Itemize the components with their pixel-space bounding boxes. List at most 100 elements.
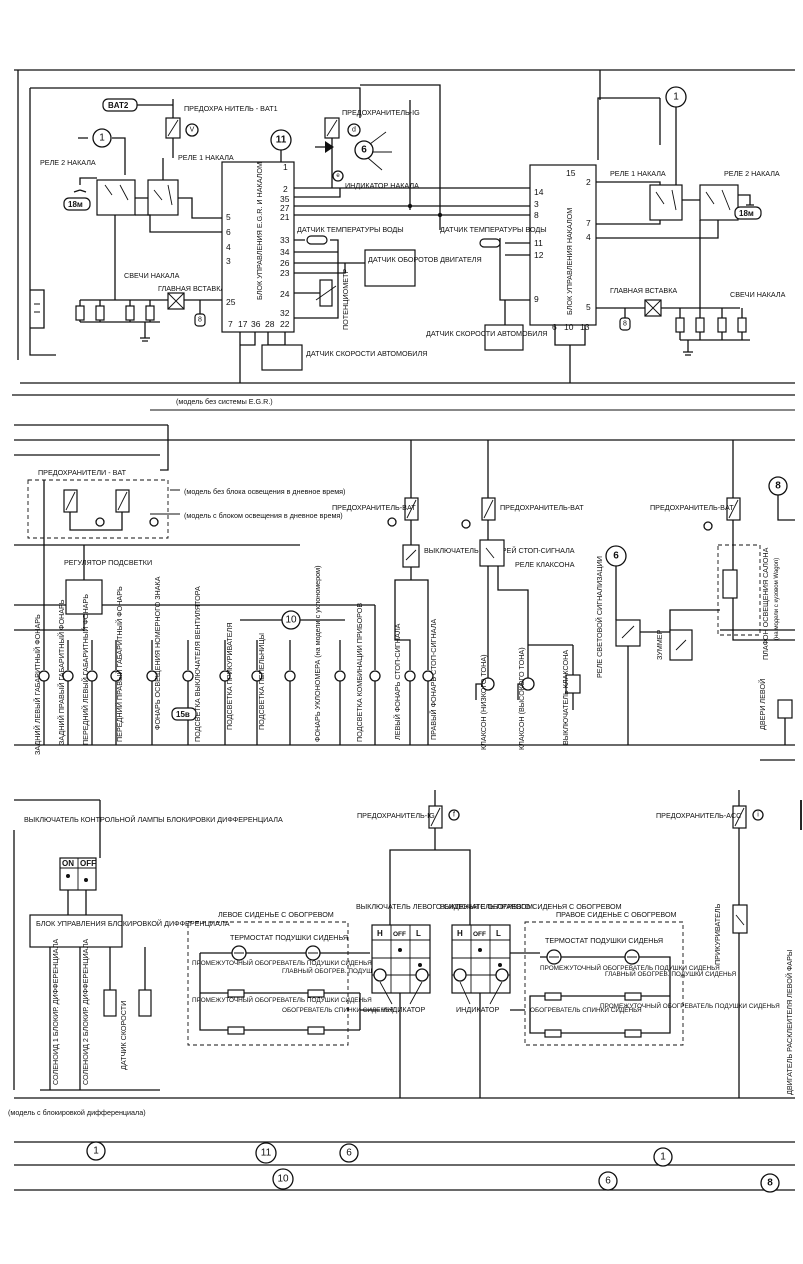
horn-relay	[479, 539, 505, 567]
load-11: ПРАВЫЙ ФОНАРЬ СТОП-СИГНАЛА	[429, 619, 438, 740]
mid-heater-l2: ПРОМЕЖУТОЧНЫЙ ОБОГРЕВАТЕЛЬ ПОДУШКИ СИДЕН…	[192, 995, 372, 1004]
main-fuse-left-label: ГЛАВНАЯ ВСТАВКА	[158, 284, 225, 293]
horn-low	[475, 677, 495, 700]
relay2-left	[96, 179, 136, 216]
diff-ecu	[29, 914, 123, 948]
glow-pin-14: 14	[534, 187, 544, 197]
load-4: ФОНАРЬ ОСВЕЩЕНИЯ НОМЕРНОГО ЗНАКА	[153, 576, 162, 730]
ecu-egr-label: БЛОК УПРАВЛЕНИЯ E.G.R. И НАКАЛОМ	[255, 162, 264, 300]
left-switch-off: OFF	[393, 931, 406, 938]
thermostat-left-label: ТЕРМОСТАТ ПОДУШКИ СИДЕНЬЯ	[230, 933, 348, 942]
marker-11-top: 11	[276, 135, 287, 146]
load-1: ЗАДНИЙ ПРАВЫЙ ГАБАРИТНЫЙ ФОНАРЬ	[57, 599, 66, 745]
relay1-left	[147, 179, 179, 216]
conn-f: f	[453, 812, 455, 819]
egr-pin-22: 22	[280, 319, 290, 329]
marker-6-top: 6	[361, 145, 367, 156]
ground-15v: 15в	[176, 710, 190, 719]
turn-relay-label: РЕЛЕ СВЕТОВОЙ СИГНАЛИЗАЦИИ	[595, 556, 604, 678]
egr-pin-23: 23	[280, 268, 290, 278]
left-switch-l: L	[416, 929, 421, 938]
speed-sensor-left	[261, 344, 303, 371]
fuse-bat-t-label: ПРЕДОХРАНИТЕЛЬ-BAT	[650, 503, 734, 512]
footer-marker-6b: 6	[605, 1176, 611, 1187]
egr-pin-25: 25	[226, 297, 236, 307]
glow-plugs-right-label: СВЕЧИ НАКАЛА	[730, 290, 786, 299]
glow-pin-4: 4	[586, 232, 591, 242]
left-switch-h: H	[377, 929, 383, 938]
dimmer	[65, 579, 103, 615]
egr-pin-17: 17	[238, 319, 248, 329]
note-drl: (модель с блоком освещения в дневное вре…	[184, 511, 343, 520]
ground-18m-a: 18м	[68, 200, 83, 209]
right-switch-l: L	[496, 929, 501, 938]
load-7: ПОДСВЕТКА ПЕПЕЛЬНИЦЫ	[257, 633, 266, 730]
egr-pin-26: 26	[280, 258, 290, 268]
left-switch-label: ВЫКЛЮЧАТЕЛЬ ЛЕВОГО СИДЕНЬЯ С ОБОГРЕВОМ	[356, 902, 533, 911]
marker-1-right: 1	[673, 92, 679, 103]
horn-high	[517, 677, 535, 700]
relay1-right	[649, 184, 683, 221]
door-switch	[777, 699, 793, 719]
thermostat-right-label: ТЕРМОСТАТ ПОДУШКИ СИДЕНЬЯ	[545, 936, 663, 945]
egr-pin-7: 7	[228, 319, 233, 329]
coolant-sensor-left-label: ДАТЧИК ТЕМПЕРАТУРЫ ВОДЫ	[297, 225, 404, 234]
potentiometer-label: ПОТЕНЦИОМЕТР	[341, 269, 350, 330]
diff-ecu-label: БЛОК УПРАВЛЕНИЯ БЛОКИРОВКОЙ ДИФФЕРЕНЦИАЛ…	[36, 919, 230, 928]
relay2-right	[699, 184, 739, 221]
glow-pin-3: 3	[534, 199, 539, 209]
egr-pin-2: 2	[283, 184, 288, 194]
marker-10: 10	[285, 615, 297, 626]
conn-v: V	[190, 127, 195, 134]
main-heater-r: ГЛАВНЫЙ ОБОГРЕВ. ПОДУШКИ СИДЕНЬЯ	[605, 969, 736, 978]
glow-pin-11: 11	[534, 238, 543, 248]
glow-plugs-left-label: СВЕЧИ НАКАЛА	[124, 271, 180, 280]
coolant-sensor-right-label: ДАТЧИК ТЕМПЕРАТУРЫ ВОДЫ	[440, 225, 547, 234]
egr-pin-6: 6	[226, 227, 231, 237]
glow-pin-5: 5	[586, 302, 591, 312]
diff-switch-label: ВЫКЛЮЧАТЕЛЬ КОНТРОЛЬНОЙ ЛАМПЫ БЛОКИРОВКИ…	[24, 815, 283, 824]
footer-marker-10: 10	[277, 1174, 289, 1185]
horn-relay-label: РЕЛЕ КЛАКСОНА	[515, 560, 575, 569]
bottom-section: ВЫКЛЮЧАТЕЛЬ КОНТРОЛЬНОЙ ЛАМПЫ БЛОКИРОВКИ…	[8, 790, 802, 1117]
marker-6-mid: 6	[613, 551, 619, 562]
back-heater-r: ОБОГРЕВАТЕЛЬ СПИНКИ СИДЕНЬЯ	[530, 1007, 642, 1014]
thermostat-right	[546, 949, 640, 965]
fuse-bat-r-label: ПРЕДОХРАНИТЕЛЬ-BAT	[332, 503, 416, 512]
egr-pin-24: 24	[280, 289, 290, 299]
speed-sensor-left-label: ДАТЧИК СКОРОСТИ АВТОМОБИЛЯ	[306, 349, 427, 358]
marker-8-mid: 8	[775, 481, 781, 492]
fuse-ig-bottom-label: ПРЕДОХРАНИТЕЛЬ-IG	[357, 811, 435, 820]
buzzer-label: ЗУММЕР	[655, 629, 664, 660]
relay2-left-label: РЕЛЕ 2 НАКАЛА	[40, 158, 96, 167]
right-switch-label: ВЫКЛЮЧАТЕЛЬ ПРАВОГО СИДЕНЬЯ С ОБОГРЕВОМ	[440, 902, 622, 911]
conn-i: i	[757, 812, 759, 819]
indicator-l: ИНДИКАТОР	[382, 1005, 425, 1014]
load-0: ЗАДНИЙ ЛЕВЫЙ ГАБАРИТНЫЙ ФОНАРЬ	[33, 614, 42, 755]
main-fuse-right-label: ГЛАВНАЯ ВСТАВКА	[610, 286, 677, 295]
egr-pin-27: 27	[280, 203, 290, 213]
mid-heater-r: ПРОМЕЖУТОЧНЫЙ ОБОГРЕВАТЕЛЬ ПОДУШКИ СИДЕН…	[540, 963, 720, 972]
footer-marker-1b: 1	[660, 1152, 666, 1163]
right-switch-h: H	[457, 929, 463, 938]
fuse-acc-label: ПРЕДОХРАНИТЕЛЬ-ACC	[656, 811, 741, 820]
solenoid2-label: СОЛЕНОИД 2 БЛОКИР. ДИФФЕРЕНЦИАЛА	[81, 939, 90, 1085]
egr-pin-36: 36	[251, 319, 261, 329]
top-section: BAT2 ПРЕДОХРА НИТЕЛЬ - BAT1 V ПРЕДОХРАНИ…	[12, 69, 795, 411]
rpm-sensor-label: ДАТЧИК ОБОРОТОВ ДВИГАТЕЛЯ	[368, 255, 482, 264]
note-no-egr: (модель без системы E.G.R.)	[176, 397, 273, 406]
solenoid1-label: СОЛЕНОИД 1 БЛОКИР. ДИФФЕРЕНЦИАЛА	[51, 939, 60, 1085]
dimmer-label: РЕГУЛЯТОР ПОДСВЕТКИ	[64, 558, 152, 567]
relay1-right-label: РЕЛЕ 1 НАКАЛА	[610, 169, 666, 178]
egr-pin-3: 3	[226, 256, 231, 266]
mid-heater-r2: ПРОМЕЖУТОЧНЫЙ ОБОГРЕВАТЕЛЬ ПОДУШКИ СИДЕН…	[600, 1001, 780, 1010]
speed-sensor-right	[484, 324, 524, 351]
diff-note: (модель с блокировкой дифференциала)	[8, 1108, 146, 1117]
ecu-glow-label: БЛОК УПРАВЛЕНИЯ НАКАЛОМ	[565, 208, 574, 315]
cigar-lighter	[732, 904, 748, 934]
glow-plugs-right	[675, 308, 750, 356]
fuse-bat-s-label: ПРЕДОХРАНИТЕЛЬ-BAT	[500, 503, 584, 512]
footer-markers: 1 11 6 1 10 6 8	[14, 1141, 795, 1193]
load-5: ПОДСВЕТКА ВЫКЛЮЧАТЕЛЯ ВЕНТИЛЯТОРА	[193, 586, 202, 742]
